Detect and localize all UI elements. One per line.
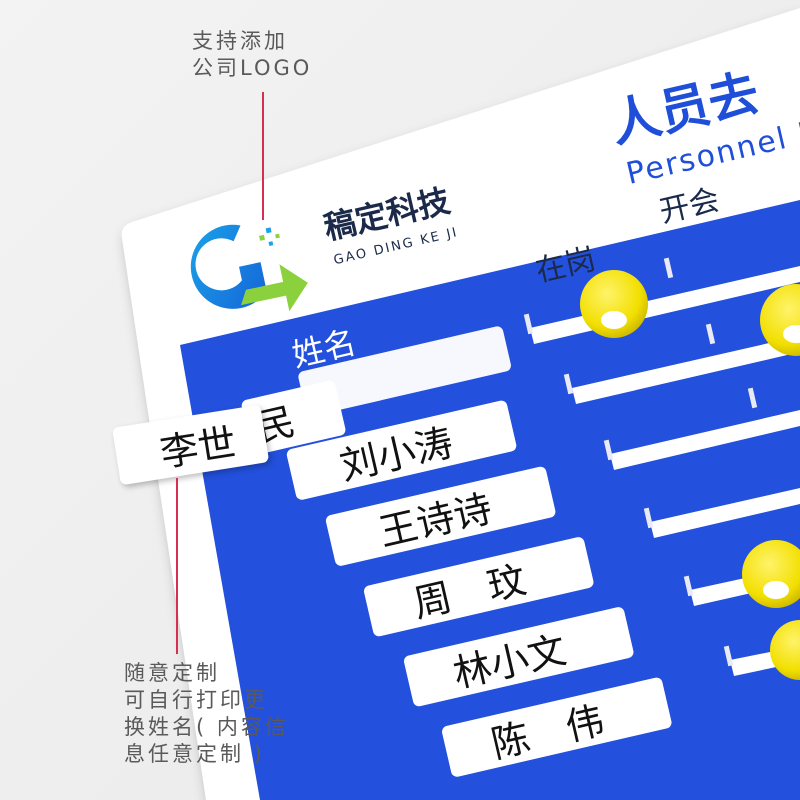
name-note-line: 随意定制 <box>124 661 220 685</box>
name-note: 随意定制 可自行打印更 换姓名( 内容信 息任意定制 ) <box>124 660 384 768</box>
name-note-line: 可自行打印更 <box>124 688 268 712</box>
logo-note-line: 支持添加 <box>192 29 288 53</box>
company-logo <box>190 224 308 312</box>
logo-note-line: 公司LOGO <box>192 56 313 80</box>
magnet-row-1b[interactable] <box>760 284 800 356</box>
name-note-line: 换姓名( 内容信 <box>124 715 289 739</box>
magnet-row-1[interactable] <box>580 270 648 338</box>
logo-arrow-icon <box>241 264 308 312</box>
magnet-row-6[interactable] <box>770 620 800 680</box>
logo-g-icon <box>190 224 267 309</box>
status-magnets[interactable] <box>580 270 800 680</box>
name-callout-line <box>176 478 178 654</box>
loose-name-tag-text: 李世 <box>157 420 240 476</box>
name-note-line: 息任意定制 ) <box>124 742 265 766</box>
name-slots: 刘小涛 王诗诗 周 玟 林小文 陈 伟 <box>286 326 672 777</box>
magnet-row-5[interactable] <box>742 540 800 608</box>
logo-callout-line <box>262 92 264 220</box>
logo-note: 支持添加 公司LOGO <box>192 28 392 82</box>
